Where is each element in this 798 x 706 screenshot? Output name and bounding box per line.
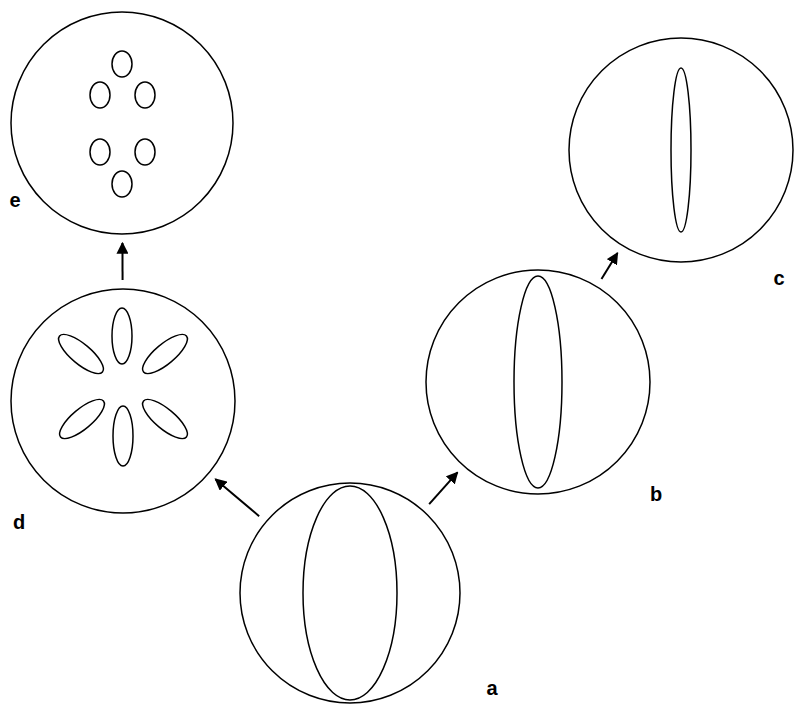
segment-ellipse xyxy=(113,406,133,466)
cell-circle: c xyxy=(568,37,794,263)
round-ellipse xyxy=(90,82,110,108)
segment-ellipse xyxy=(112,308,132,364)
stage-letter: a xyxy=(486,678,497,698)
stage-letter: e xyxy=(9,190,20,210)
spindle-ellipse xyxy=(514,276,562,488)
stage-arrow xyxy=(429,472,457,504)
cell-membrane xyxy=(11,289,235,513)
segment-ellipse xyxy=(137,328,193,379)
segment-ellipse xyxy=(53,328,109,379)
stage-arrow xyxy=(121,243,123,280)
cell-outline xyxy=(10,288,236,514)
round-ellipse xyxy=(135,139,155,165)
cell-outline xyxy=(10,11,234,235)
cell-outline xyxy=(425,269,651,495)
stage-letter: b xyxy=(650,484,662,504)
cell-circle: d xyxy=(10,288,236,514)
cell-membrane xyxy=(569,38,793,262)
segment-ellipse xyxy=(137,393,193,444)
cell-outline xyxy=(239,482,461,704)
round-ellipse xyxy=(112,51,132,77)
stage-arrow xyxy=(215,479,259,516)
cell-membrane xyxy=(240,483,460,703)
round-ellipse xyxy=(90,139,110,165)
spindle-ellipse xyxy=(671,68,691,232)
cell-membrane xyxy=(11,12,233,234)
stage-letter: c xyxy=(773,268,784,288)
cell-circle: b xyxy=(425,269,651,495)
round-ellipse xyxy=(135,82,155,108)
round-ellipse xyxy=(112,171,132,197)
cell-circle: a xyxy=(239,482,461,704)
stage-letter: d xyxy=(13,512,25,532)
segment-ellipse xyxy=(54,393,110,444)
cell-membrane xyxy=(426,270,650,494)
stage-arrow xyxy=(601,253,617,279)
cell-outline xyxy=(568,37,794,263)
spindle-ellipse xyxy=(303,486,397,700)
cell-circle: e xyxy=(10,11,234,235)
